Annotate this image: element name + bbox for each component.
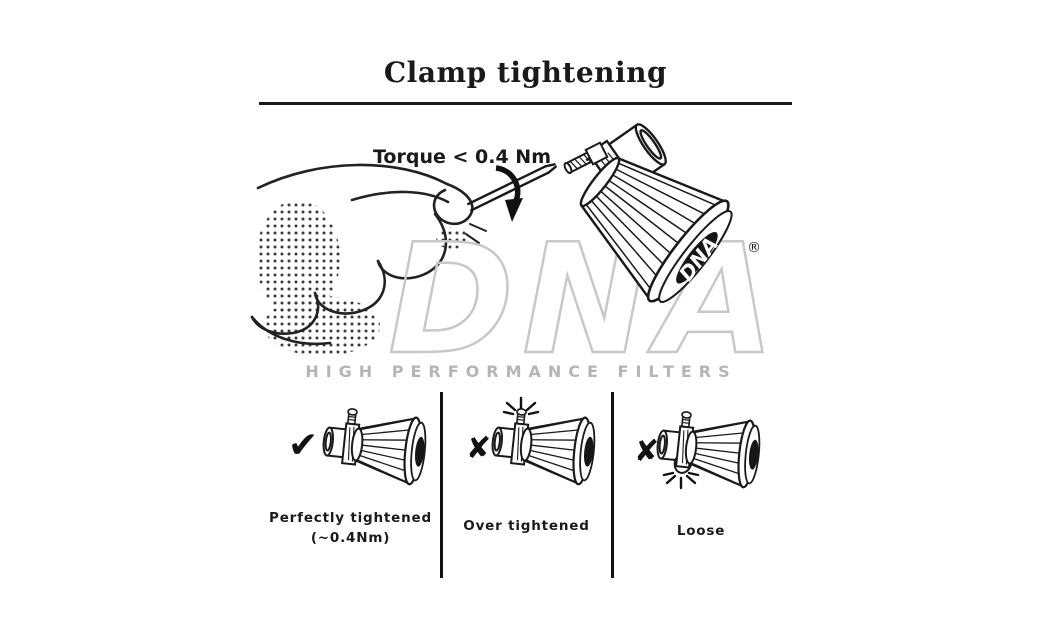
halftone-shading xyxy=(256,200,468,356)
watermark-tagline: HIGH PERFORMANCE FILTERS xyxy=(305,362,737,381)
torque-label: Torque < 0.4 Nm xyxy=(373,146,551,168)
cross-icon-loose: ✘ xyxy=(634,434,660,469)
clamp-screw xyxy=(563,141,609,175)
screwdriver xyxy=(467,163,557,212)
panel-label-loose: Loose xyxy=(676,523,726,539)
panel-filter-perfect xyxy=(319,405,430,487)
panel-sublabel-perfect: (~0.4Nm) xyxy=(310,530,391,546)
panel-label-perfect: Perfectly tightened xyxy=(269,510,432,526)
panel-filter-loose xyxy=(653,408,764,490)
page-title: Clamp tightening xyxy=(383,56,668,89)
panel-filter-over xyxy=(488,405,599,487)
loose-band-loop xyxy=(673,457,692,474)
cap-logo-oval xyxy=(676,231,718,284)
panel-divider-right xyxy=(611,392,614,578)
hand-illustration xyxy=(250,163,487,346)
cross-icon-over: ✘ xyxy=(466,431,492,466)
panel-divider-left xyxy=(440,392,443,578)
title-underline xyxy=(259,102,792,105)
registered-mark: ® xyxy=(747,240,761,256)
check-icon: ✔ xyxy=(288,425,319,466)
torque-arrow xyxy=(495,165,523,222)
panel-label-over: Over tightened xyxy=(463,518,590,534)
loose-rattle-burst-icon xyxy=(662,471,700,490)
